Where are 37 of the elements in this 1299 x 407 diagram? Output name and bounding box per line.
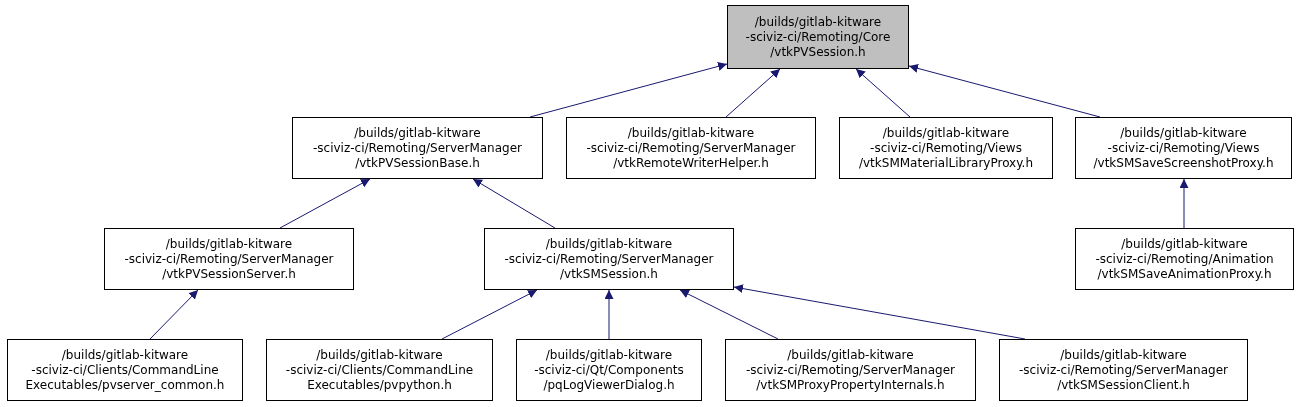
file-box: [7, 339, 243, 401]
file-box: [516, 339, 702, 401]
file-path: /builds/gitlab-kitware -sciviz-ci/Remoting/Views /vtkSMMaterialLibraryProxy.h: [858, 125, 1034, 171]
file-box: [566, 117, 816, 179]
arrow: [441, 289, 538, 340]
arrow: [725, 68, 781, 118]
file-path: /builds/gitlab-kitware -sciviz-ci/Remoting/ServerManager /vtkSMSessionClient.h: [1019, 347, 1228, 393]
arrow: [149, 289, 199, 340]
file-box: [1075, 228, 1294, 290]
file-box: [292, 117, 543, 179]
file-box: [839, 117, 1053, 179]
file-box: [104, 228, 354, 290]
arrow: [1179, 178, 1189, 229]
arrow: [472, 178, 556, 229]
arrow: [679, 289, 779, 340]
file-path: /builds/gitlab-kitware -sciviz-ci/Remoting/ServerManager /vtkSMSession.h: [504, 236, 714, 282]
arrow: [604, 289, 614, 340]
file-box: [266, 339, 493, 401]
file-path: /builds/gitlab-kitware -sciviz-ci/Remoting/ServerManager /vtkSMProxyPropertyInternals.h: [746, 347, 955, 393]
file-path: /builds/gitlab-kitware -sciviz-ci/Remoting/ServerManager /vtkPVSessionServer.h: [124, 236, 334, 282]
file-path: /builds/gitlab-kitware -sciviz-ci/Remoting/Core /vtkPVSession.h: [745, 14, 891, 60]
arrow: [908, 63, 1101, 118]
file-path: /builds/gitlab-kitware -sciviz-ci/Remoting/ServerManager /vtkRemoteWriterHelper.h: [586, 125, 796, 171]
arrow: [279, 178, 371, 229]
highlighted-file-box: [727, 5, 909, 69]
file-box: [725, 339, 976, 401]
file-path: /builds/gitlab-kitware -sciviz-ci/Remoting/ServerManager /vtkPVSessionBase.h: [313, 125, 522, 171]
arrow: [529, 62, 728, 118]
file-box: [1075, 117, 1292, 179]
arrow: [855, 68, 911, 118]
file-path: /builds/gitlab-kitware -sciviz-ci/Clients/CommandLine Executables/pvserver_common.h: [25, 347, 225, 393]
file-path: /builds/gitlab-kitware -sciviz-ci/Qt/Components /pqLogViewerDialog.h: [534, 347, 684, 393]
file-box: [999, 339, 1248, 401]
file-path: /builds/gitlab-kitware -sciviz-ci/Clients/CommandLine Executables/pvpython.h: [285, 347, 474, 393]
file-path: /builds/gitlab-kitware -sciviz-ci/Remoting/Views /vtkSMSaveScreenshotProxy.h: [1093, 125, 1274, 171]
file-path: /builds/gitlab-kitware -sciviz-ci/Remoting/Animation /vtkSMSaveAnimationProxy.h: [1095, 236, 1274, 282]
file-box: [484, 228, 734, 290]
